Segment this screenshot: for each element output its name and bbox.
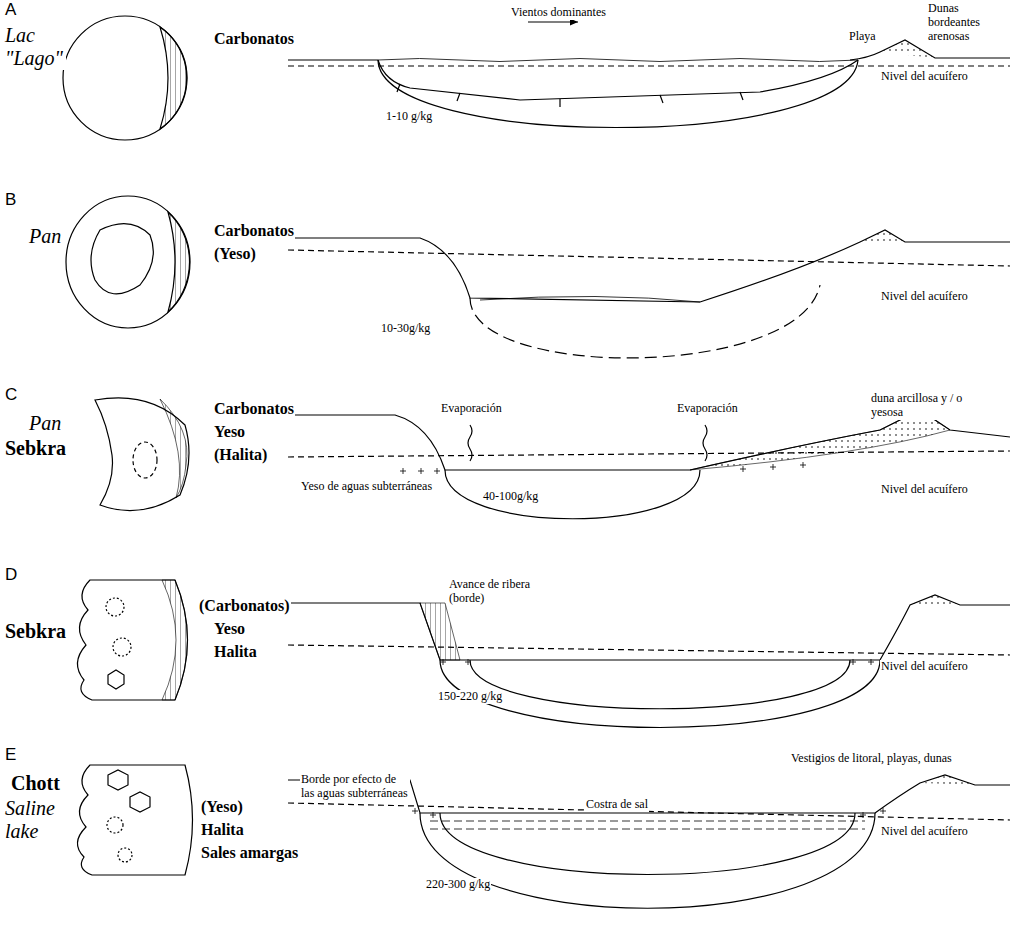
panel-letter: C: [4, 385, 18, 405]
mineral-label: Carbonatos: [213, 222, 295, 240]
mineral-label: (Yeso): [213, 245, 257, 263]
annotation-label: Saline lake: [4, 797, 68, 843]
annotation-label: Nivel del acuífero: [880, 483, 969, 497]
annotation-label: Yeso de aguas subterráneas: [300, 480, 433, 494]
annotation-label: 10-30g/kg: [380, 322, 431, 336]
panel-letter: E: [4, 745, 17, 765]
annotation-label: Costra de sal: [585, 798, 649, 812]
mineral-label: Yeso: [213, 423, 246, 441]
annotation-label: 40-100g/kg: [482, 490, 539, 504]
annotation-label: Nivel del acuífero: [880, 660, 969, 674]
annotation-label: 220-300 g/kg: [425, 878, 491, 892]
mineral-label: Halita: [200, 821, 245, 839]
annotation-label: Nivel del acuífero: [880, 825, 969, 839]
mineral-label: (Halita): [213, 446, 268, 464]
mineral-label: Carbonatos: [213, 400, 295, 418]
annotation-label: duna arcillosa y / o yesosa: [870, 392, 972, 420]
mineral-label: Sales amargas: [200, 844, 299, 862]
annotation-label: Nivel del acuífero: [880, 70, 969, 84]
annotation-label: Lac "Lago": [4, 24, 66, 70]
mineral-label: (Yeso): [200, 798, 244, 816]
mineral-label: (Carbonatos): [198, 597, 291, 615]
annotation-label: Pan: [28, 412, 62, 435]
annotation-label: Chott: [10, 772, 61, 795]
annotation-label: Vestigios de litoral, playas, dunas: [790, 752, 953, 766]
annotation-label: Nivel del acuífero: [880, 290, 969, 304]
annotation-label: Evaporación: [676, 402, 739, 416]
annotation-label: Avance de ribera (borde): [448, 578, 545, 606]
annotation-label: Playa: [848, 30, 877, 44]
annotation-label: Sebkra: [4, 620, 67, 643]
panel-letter: D: [4, 565, 18, 585]
panel-letter: B: [4, 190, 17, 210]
annotation-label: 1-10 g/kg: [385, 110, 433, 124]
mineral-label: Halita: [213, 643, 258, 661]
annotation-label: Sebkra: [4, 437, 67, 460]
annotation-label: Borde por efecto de las aguas subterráne…: [300, 773, 410, 801]
annotation-label: Vientos dominantes: [510, 6, 607, 20]
panel-letter: A: [4, 0, 17, 20]
mineral-label: Carbonatos: [213, 30, 295, 48]
annotation-label: Evaporación: [440, 402, 503, 416]
annotation-label: 150-220 g/kg: [437, 690, 503, 704]
annotation-label: Pan: [28, 225, 62, 248]
annotation-label: Dunas bordeantes arenosas: [927, 2, 1013, 43]
mineral-label: Yeso: [213, 620, 246, 638]
